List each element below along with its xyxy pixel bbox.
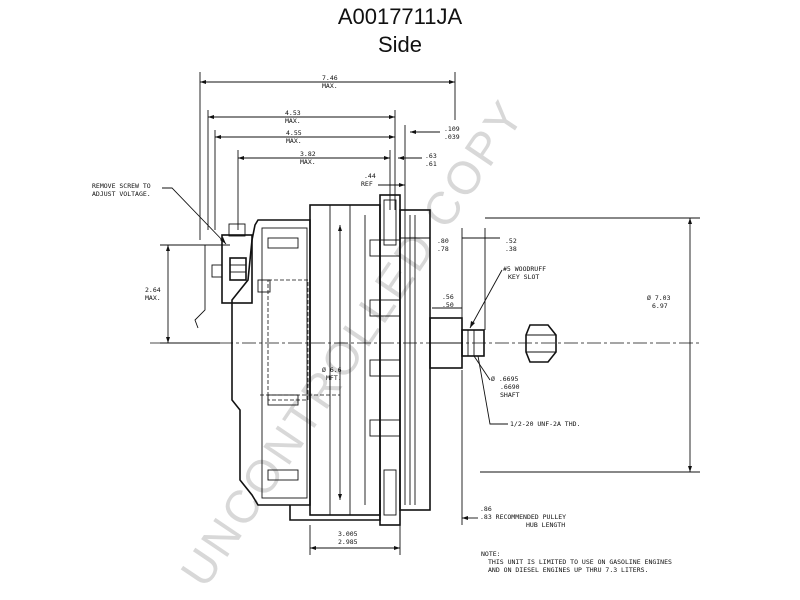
callout-shaft-line3: SHAFT (500, 391, 520, 399)
dim-3-82-qualifier: MAX. (300, 158, 316, 166)
callout-woodruff-key: #5 WOODRUFF KEY SLOT (469, 265, 546, 329)
dim-80-qualifier: .78 (437, 245, 449, 253)
dim-52-value: .52 (505, 237, 517, 245)
callout-remove-screw-line1: REMOVE SCREW TO (92, 182, 151, 190)
dim-2-64-qualifier: MAX. (145, 294, 161, 302)
dim-56-qualifier: .50 (442, 301, 454, 309)
dimension-80: .80 .78 (400, 230, 449, 300)
dimension-52: .52 .38 (461, 228, 517, 330)
dimension-body-diameter: Ø 6.6 MFT. (322, 225, 342, 500)
dim-109-value: .109 (444, 125, 460, 133)
dim-3-82-value: 3.82 (300, 150, 316, 158)
drawing-title: A0017711JA (337, 4, 463, 29)
dimension-7-46: 7.46 MAX. (199, 72, 455, 240)
dim-3-005-qualifier: 2.985 (338, 538, 358, 546)
note-line-1: THIS UNIT IS LIMITED TO USE ON GASOLINE … (488, 558, 672, 566)
terminal-assembly (194, 223, 271, 329)
dimension-2-64: 2.64 MAX. (145, 244, 230, 344)
dim-body-diameter-value: Ø 6.6 (322, 366, 342, 374)
dim-63-value: .63 (425, 152, 437, 160)
callout-woodruff-line2: KEY SLOT (508, 273, 539, 281)
callout-shaft-line1: Ø .6695 (491, 375, 518, 383)
dim-4-53-qualifier: MAX. (285, 117, 301, 125)
dim-4-53-value: 4.53 (285, 109, 301, 117)
dimension-56: .56 .50 (432, 293, 462, 309)
dimension-44-ref: .44 REF (361, 172, 405, 188)
dim-7-46-qualifier: MAX. (322, 82, 338, 90)
drawing-subtitle: Side (377, 32, 423, 57)
dimension-3-82: 3.82 MAX. (237, 150, 390, 230)
callout-thread: 1/2-20 UNF-2A THD. (477, 355, 580, 428)
dim-7-46-value: 7.46 (322, 74, 338, 82)
note-line-2: AND ON DIESEL ENGINES UP THRU 7.3 LITERS… (488, 566, 648, 574)
callout-remove-screw-line2: ADJUST VOLTAGE. (92, 190, 151, 198)
dimension-4-53: 4.53 MAX. (207, 109, 395, 230)
dim-109-qualifier: .039 (444, 133, 460, 141)
note-heading: NOTE: (481, 550, 501, 558)
dim-52-qualifier: .38 (505, 245, 517, 253)
callout-pulley-hub-line1: .86 (480, 505, 492, 513)
dimension-pulley-diameter: Ø 7.03 6.97 (480, 217, 700, 473)
dim-body-diameter-qualifier: MFT. (326, 374, 342, 382)
callout-pulley-hub: .86 .83 RECOMMENDED PULLEY HUB LENGTH (461, 370, 566, 529)
dimension-63: .63 .61 (398, 152, 437, 168)
dim-63-qualifier: .61 (425, 160, 437, 168)
alternator-body (231, 194, 557, 526)
dim-44-qualifier: REF (361, 180, 373, 188)
dim-44-value: .44 (364, 172, 376, 180)
callout-thread-text: 1/2-20 UNF-2A THD. (510, 420, 580, 428)
dim-56-value: .56 (442, 293, 454, 301)
drawing-note: NOTE: THIS UNIT IS LIMITED TO USE ON GAS… (481, 550, 672, 574)
callout-pulley-hub-line2: .83 RECOMMENDED PULLEY (480, 513, 566, 521)
callout-shaft-line2: .6690 (500, 383, 520, 391)
callout-pulley-hub-line3: HUB LENGTH (526, 521, 565, 529)
dim-pulley-diameter-value: Ø 7.03 (647, 294, 671, 302)
dimension-3-005: 3.005 2.985 (309, 525, 401, 555)
dim-4-55-value: 4.55 (286, 129, 302, 137)
callout-shaft-diameter: Ø .6695 .6690 SHAFT (473, 355, 520, 399)
callout-remove-screw: REMOVE SCREW TO ADJUST VOLTAGE. (92, 182, 227, 245)
dim-pulley-diameter-qualifier: 6.97 (652, 302, 668, 310)
dim-4-55-qualifier: MAX. (286, 137, 302, 145)
callout-woodruff-line1: #5 WOODRUFF (503, 265, 546, 273)
dim-2-64-value: 2.64 (145, 286, 161, 294)
dimension-4-55: 4.55 MAX. (214, 129, 395, 230)
dim-80-value: .80 (437, 237, 449, 245)
dim-3-005-value: 3.005 (338, 530, 358, 538)
dimension-109: .109 .039 (404, 125, 460, 215)
